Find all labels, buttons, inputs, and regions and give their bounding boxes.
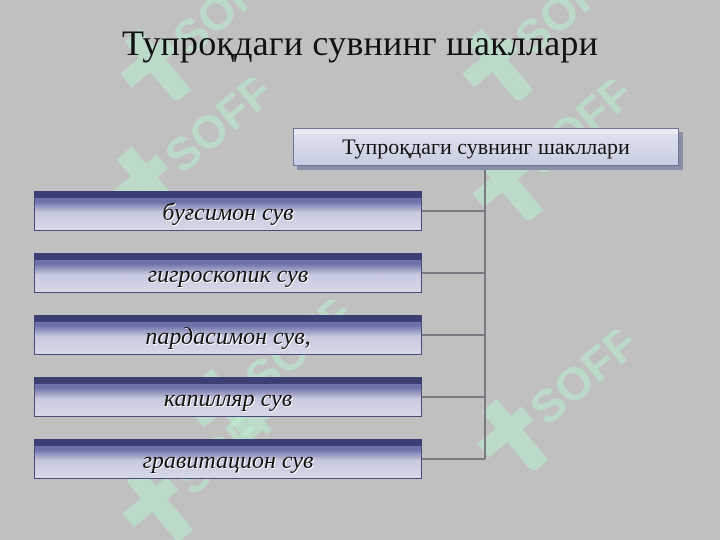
diagram-item-label: гравитацион сув [142, 447, 314, 474]
diagram-item-label: пардасимон сув, [145, 323, 311, 350]
watermark-logo: SOFF [445, 330, 645, 470]
diagram-item: гравитацион сув [34, 439, 422, 479]
diagram-item-label: буғсимон сув [162, 199, 294, 226]
diagram-item: пардасимон сув, [34, 315, 422, 355]
diagram-item: гигроскопик сув [34, 253, 422, 293]
watermark-text: SOFF [520, 330, 645, 435]
watermark-text: SOFF [155, 78, 280, 183]
diagram-item: буғсимон сув [34, 191, 422, 231]
diagram-item-label: капилляр сув [163, 385, 293, 412]
diagram-item-label: гигроскопик сув [147, 261, 309, 288]
root-node-label: Тупроқдаги сувнинг шакллари [342, 134, 630, 159]
diagram-item: капилляр сув [34, 377, 422, 417]
page-title: Тупроқдаги сувнинг шакллари [121, 23, 599, 63]
root-node: Тупроқдаги сувнинг шакллари [293, 128, 679, 166]
